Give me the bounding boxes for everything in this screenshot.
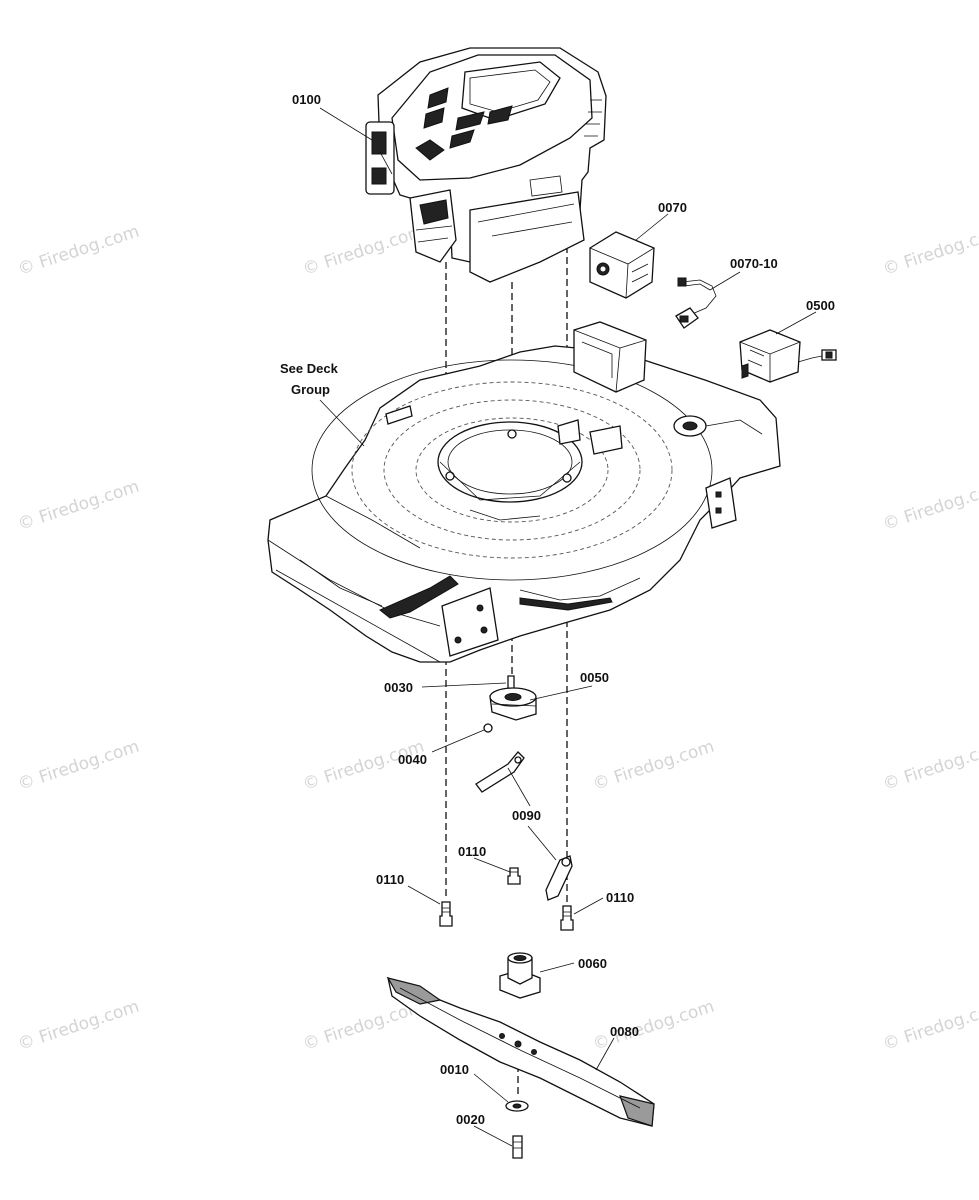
callout-deck-group: Group: [291, 382, 330, 397]
callout-see-deck: See Deck: [280, 361, 339, 376]
watermark: © Firedog.com: [300, 222, 426, 280]
callout-0030: 0030: [384, 680, 413, 695]
watermark: © Firedog.com: [880, 477, 979, 535]
watermark: © Firedog.com: [15, 737, 141, 795]
watermark: © Firedog.com: [880, 997, 979, 1055]
engine-illustration: [365, 47, 607, 283]
stiffener-0090-illustration: [475, 751, 573, 901]
watermark: © Firedog.com: [590, 737, 716, 795]
leader-lines: [319, 107, 817, 1147]
charger-illustration: [739, 329, 837, 383]
watermark: © Firedog.com: [15, 997, 141, 1055]
adapter-0050-illustration: [489, 687, 537, 721]
blade-0080-illustration: [386, 976, 655, 1127]
callout-0010: 0010: [440, 1062, 469, 1077]
watermark: © Firedog.com: [880, 737, 979, 795]
wire-harness-illustration: [675, 277, 717, 329]
washer-0010-illustration: [505, 1100, 529, 1112]
callout-0060: 0060: [578, 956, 607, 971]
callout-0050: 0050: [580, 670, 609, 685]
callout-0090: 0090: [512, 808, 541, 823]
callout-0070: 0070: [658, 200, 687, 215]
callout-0100: 0100: [292, 92, 321, 107]
callout-0020: 0020: [456, 1112, 485, 1127]
watermark: © Firedog.com: [880, 222, 979, 280]
watermark: © Firedog.com: [15, 222, 141, 280]
watermark: © Firedog.com: [15, 477, 141, 535]
callout-0070-10: 0070-10: [730, 256, 778, 271]
callout-0110-right: 0110: [606, 890, 634, 905]
callout-0040: 0040: [398, 752, 427, 767]
callout-0080: 0080: [610, 1024, 639, 1039]
callout-0110-top: 0110: [458, 844, 486, 859]
battery-illustration: [589, 231, 655, 299]
bolts-0110-illustration: [439, 867, 574, 931]
bolt-0020-illustration: [512, 1135, 523, 1159]
callout-labels: 0100 0070 0070-10 0500 See Deck Group 00…: [280, 92, 835, 1127]
mower-deck-illustration: [267, 321, 781, 663]
pin-0040-illustration: [483, 723, 493, 733]
blade-adapter-0060-illustration: [499, 952, 541, 999]
callout-0110-left: 0110: [376, 872, 404, 887]
callout-0500: 0500: [806, 298, 835, 313]
